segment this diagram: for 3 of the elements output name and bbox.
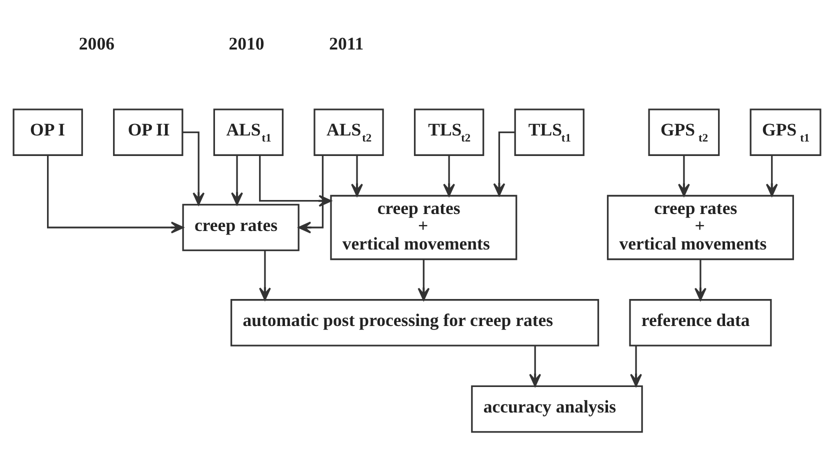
label: 2010 xyxy=(228,32,264,53)
label: 2006 xyxy=(78,32,114,53)
label: 2011 xyxy=(329,32,364,53)
